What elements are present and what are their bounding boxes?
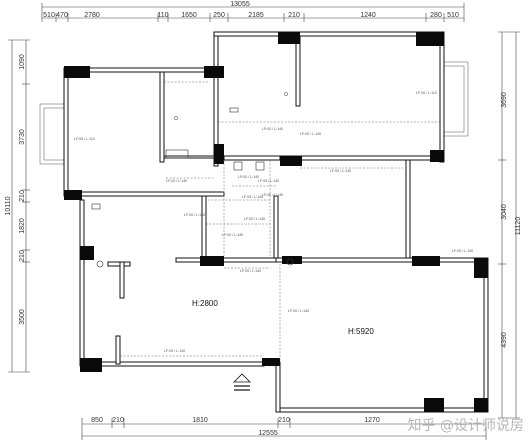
room-height-label: H:5920 — [348, 327, 374, 336]
top-seg-3: 2780 — [84, 12, 100, 19]
right-total-dim: 11120 — [515, 217, 522, 236]
right-seg-3: 4390 — [501, 332, 508, 348]
column — [278, 32, 300, 44]
beam-note: LF:00 / L:140 — [166, 179, 187, 183]
column — [214, 144, 224, 164]
beam-notes: LF:00 / L:110 LF:00 / L:110 LF:00 / L:14… — [74, 91, 473, 353]
beam-note: LF:00 / L:140 — [300, 132, 321, 136]
bottom-seg-5: 1270 — [364, 417, 380, 424]
beam-note: LF:00 / L:140 — [288, 309, 309, 313]
bottom-seg-4: 210 — [278, 417, 290, 424]
top-seg-4: 110 — [157, 12, 168, 19]
bottom-seg-1: 850 — [91, 417, 103, 424]
beam-note: LF:00 / L:110 — [416, 91, 437, 95]
watermark: 知乎 @设计师说房 — [407, 418, 524, 434]
column — [64, 190, 82, 200]
column — [474, 258, 488, 278]
bay-window-right — [443, 61, 469, 137]
column — [412, 256, 440, 266]
top-seg-10: 280 — [430, 12, 442, 19]
beam-note: LF:00 / L:140 — [184, 213, 205, 217]
beam-note: LF:00 / L:140 — [240, 269, 261, 273]
bottom-seg-2: 210 — [112, 417, 124, 424]
top-seg-2: 470 — [56, 12, 68, 19]
column — [474, 398, 488, 412]
beam-note: LF:00 / L:140 — [258, 179, 279, 183]
left-dimension-chain: 10110 1090 3730 210 1820 210 3500 — [5, 39, 30, 373]
top-seg-11: 510 — [447, 12, 459, 19]
beam-note: LF:00 / L:140 — [262, 193, 283, 197]
column — [282, 256, 302, 264]
left-seg-4: 1820 — [19, 218, 26, 234]
left-total-dim: 10110 — [5, 196, 12, 215]
column — [424, 398, 444, 412]
beam-note: LF:00 / L:140 — [238, 175, 259, 179]
column — [80, 358, 102, 372]
room-height-label: H:2800 — [192, 299, 218, 308]
fixture-points — [91, 92, 294, 268]
beam-note: LF:00 / L:140 — [330, 169, 351, 173]
top-seg-9: 1240 — [360, 12, 376, 19]
top-seg-7: 2185 — [248, 12, 264, 19]
top-seg-6: 250 — [213, 12, 225, 19]
left-seg-2: 3730 — [19, 129, 26, 145]
left-seg-3: 210 — [19, 190, 26, 202]
column — [416, 32, 444, 46]
column — [200, 256, 224, 266]
column — [204, 66, 224, 78]
top-total-dim: 13055 — [230, 1, 250, 8]
right-dimension-chain: 3690 3040 4390 11120 — [498, 31, 522, 419]
column — [262, 358, 280, 366]
bottom-seg-3: 1810 — [192, 417, 208, 424]
bottom-dimension-chain: 850 210 1810 210 1270 12555 — [81, 417, 487, 440]
beam-lines — [120, 81, 440, 360]
beam-note: LF:00 / L:140 — [242, 195, 263, 199]
beam-note: LF:00 / L:110 — [74, 137, 95, 141]
top-seg-5: 1650 — [181, 12, 197, 19]
column — [430, 150, 444, 162]
columns — [64, 32, 488, 412]
bay-window-left — [39, 103, 65, 165]
beam-note: LF:00 / L:140 — [222, 233, 243, 237]
beam-note: LF:00 / L:140 — [262, 127, 283, 131]
column — [80, 246, 94, 260]
walls — [63, 31, 489, 413]
column — [64, 66, 90, 78]
entry-arrow-icon — [233, 373, 251, 391]
left-seg-1: 1090 — [19, 54, 26, 70]
left-seg-6: 3500 — [19, 309, 26, 325]
right-seg-1: 3690 — [501, 92, 508, 108]
top-seg-1: 510 — [43, 12, 55, 19]
bottom-total-dim: 12555 — [258, 430, 278, 437]
beam-note: LF:00 / L:140 — [164, 349, 185, 353]
beam-note: LF:00 / L:140 — [244, 217, 265, 221]
beam-note: LF:00 / L:140 — [452, 249, 473, 253]
top-dimension-chain: 13055 510 470 2780 110 1650 250 2185 210… — [41, 1, 465, 22]
top-seg-8: 210 — [288, 12, 300, 19]
column — [280, 156, 302, 166]
left-seg-5: 210 — [19, 250, 26, 262]
right-seg-2: 3040 — [501, 204, 508, 220]
